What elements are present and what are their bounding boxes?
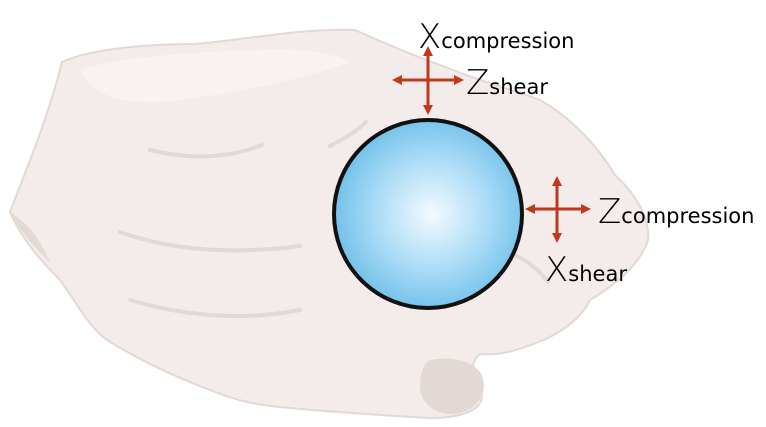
label-z-compression-subscript: compression (621, 204, 754, 228)
label-z-compression-letter: Z (598, 192, 620, 232)
label-x-shear-letter: X (545, 250, 567, 290)
label-x-compression-letter: X (418, 17, 440, 57)
label-x-compression-subscript: compression (441, 29, 574, 53)
label-x-compression: Xcompression (418, 20, 574, 54)
label-x-shear-subscript: shear (568, 262, 627, 286)
label-z-shear: Zshear (466, 66, 548, 100)
label-z-shear-letter: Z (466, 63, 488, 103)
sphere (334, 120, 522, 308)
label-x-shear: Xshear (545, 253, 627, 287)
hand-illustration (10, 30, 648, 418)
label-z-compression: Zcompression (598, 195, 754, 229)
label-z-shear-subscript: shear (489, 75, 548, 99)
